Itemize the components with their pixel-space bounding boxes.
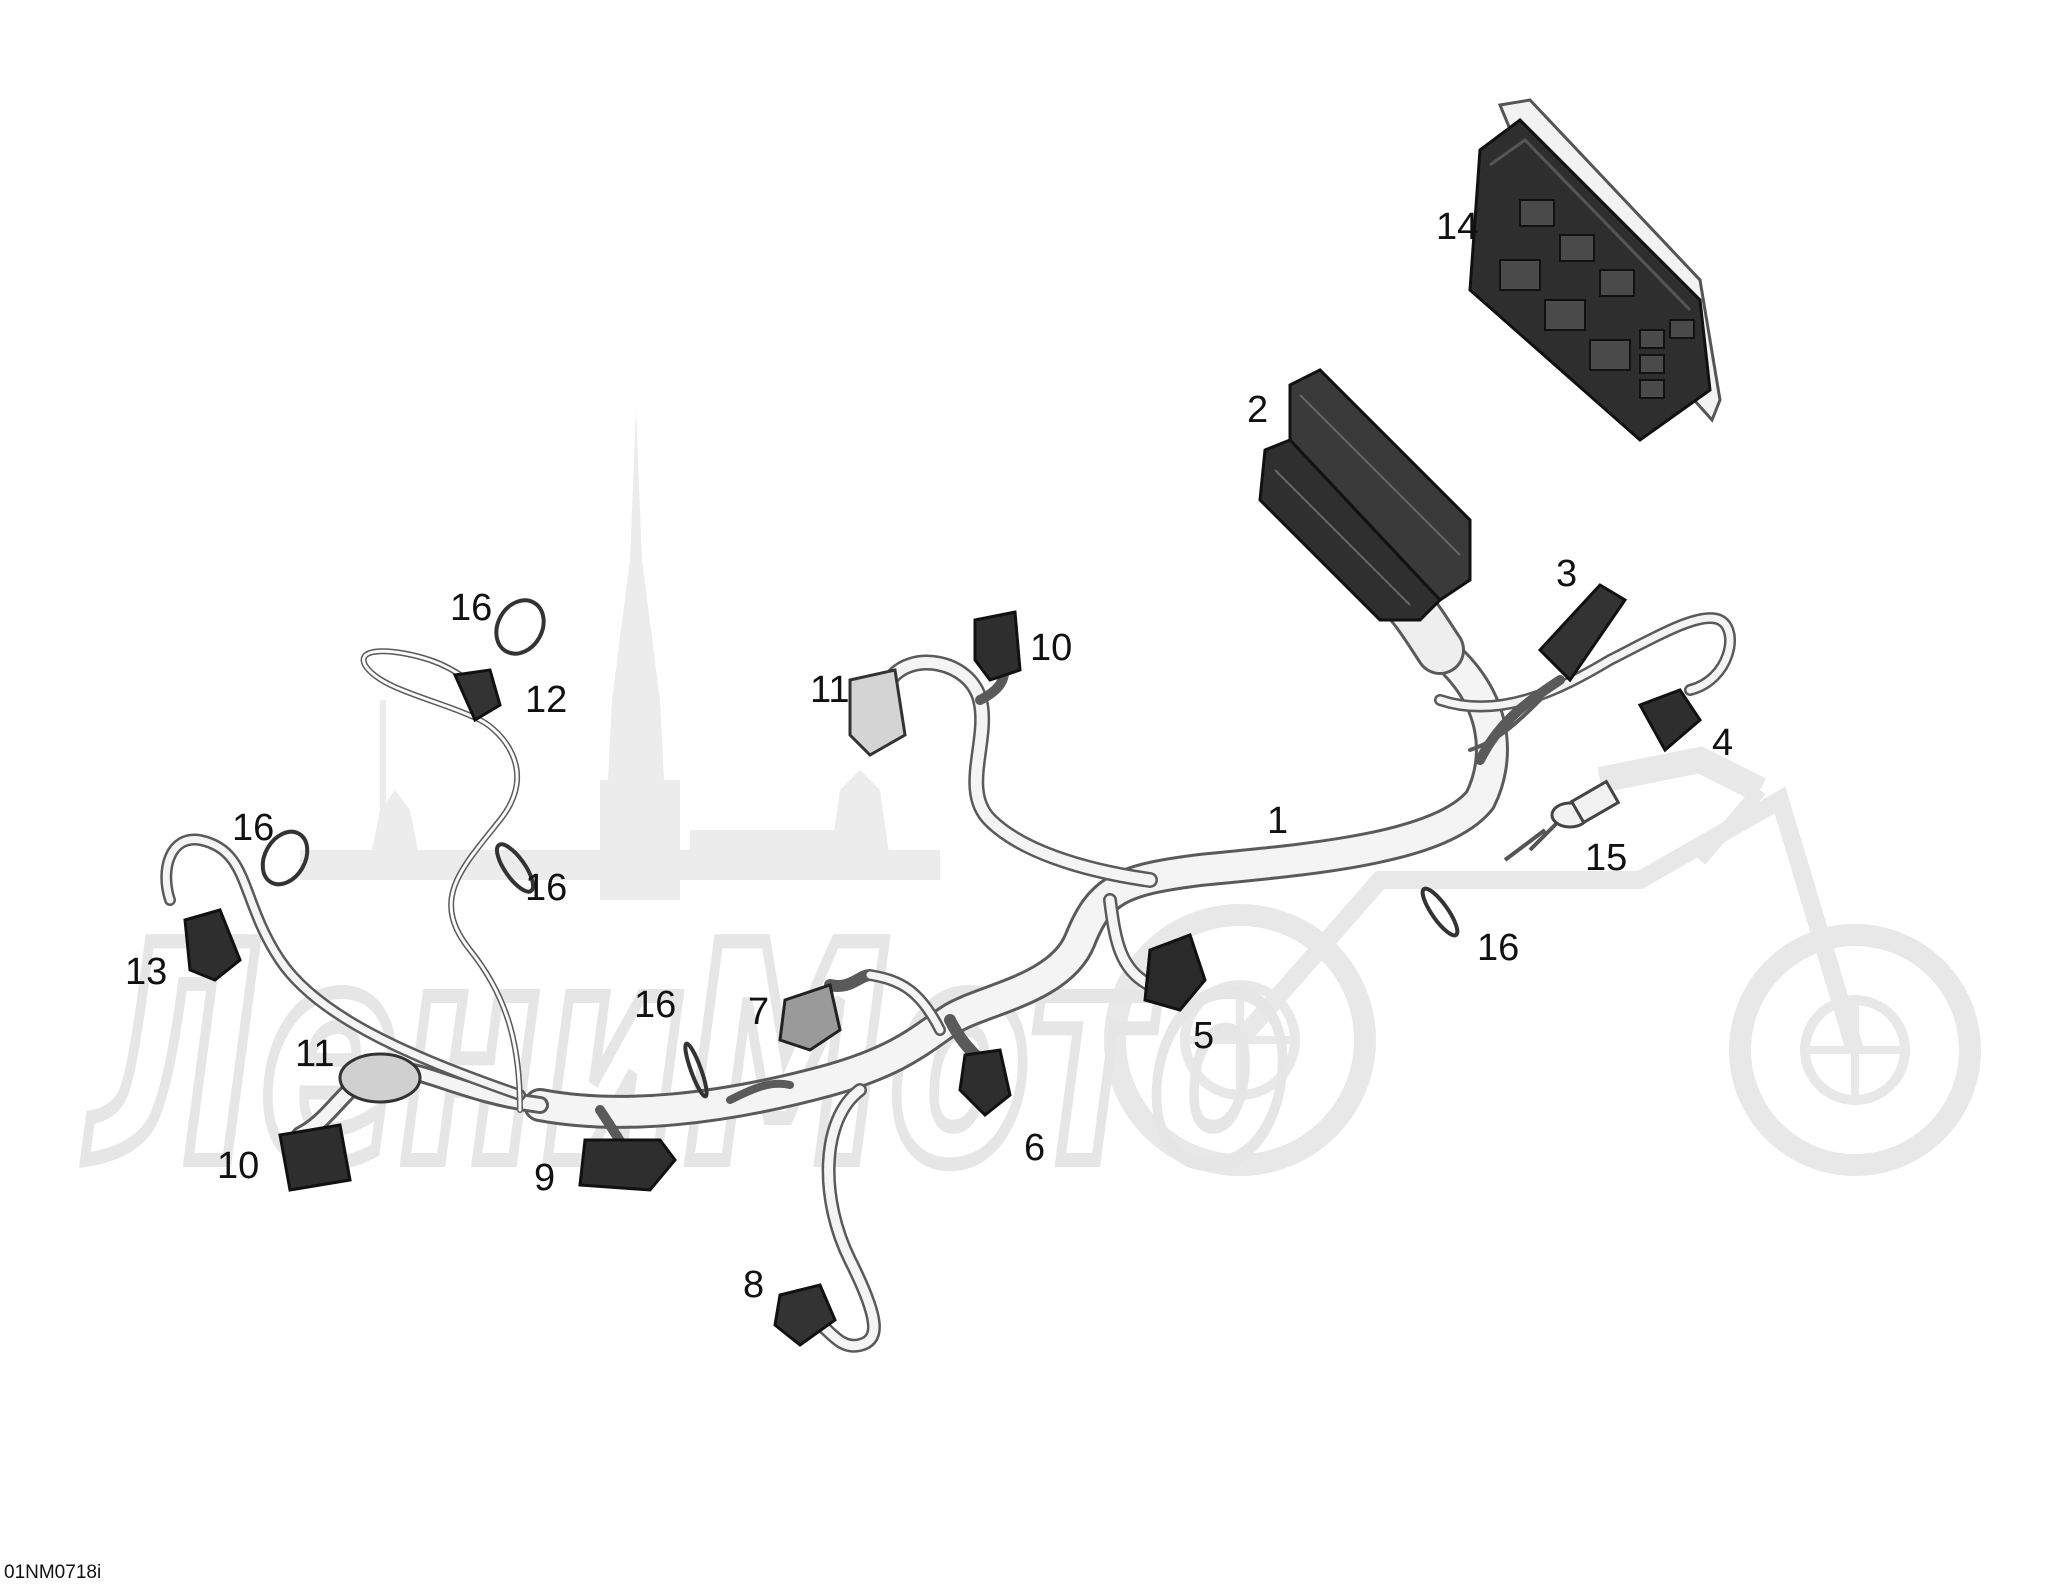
connector-6 [958, 1048, 1012, 1118]
callout-6: 6 [1024, 1127, 1045, 1169]
connector-11-top [848, 668, 907, 757]
sensor-15 [1503, 779, 1621, 862]
callout-16-b: 16 [232, 807, 274, 849]
callout-16-e: 16 [1477, 927, 1519, 969]
connector-8 [773, 1283, 837, 1347]
callout-9: 9 [534, 1157, 555, 1199]
callout-13: 13 [125, 951, 167, 993]
connector-5 [1143, 933, 1207, 1012]
callout-8: 8 [743, 1264, 764, 1306]
fuse-relay-box [1468, 98, 1722, 442]
callout-10-top: 10 [1030, 627, 1072, 669]
watermark: ЛениМото [77, 410, 1981, 1238]
callout-5: 5 [1193, 1015, 1214, 1057]
connector-4 [1637, 688, 1702, 753]
watermark-skyline [300, 410, 940, 900]
figure-code: 01NM0718i [4, 1562, 102, 1583]
callout-3: 3 [1556, 553, 1577, 595]
connector-12 [452, 668, 502, 723]
callout-11-top: 11 [810, 669, 849, 711]
connector-3 [1537, 583, 1628, 683]
callout-14: 14 [1436, 206, 1478, 248]
callout-11-bottom: 11 [295, 1033, 334, 1075]
connector-10-top [973, 610, 1022, 682]
callout-16-c: 16 [525, 867, 567, 909]
callout-15: 15 [1585, 837, 1627, 879]
connector-7 [778, 983, 842, 1052]
connector-9 [578, 1138, 677, 1192]
connector-10-bottom [278, 1123, 352, 1192]
connector-13 [183, 908, 242, 982]
callout-16-a: 16 [450, 587, 492, 629]
callout-7: 7 [748, 991, 769, 1033]
ecu-connector [1258, 368, 1472, 622]
callouts: 1 2 3 4 5 6 7 8 9 10 10 11 11 12 13 14 1… [125, 206, 1733, 1306]
callout-4: 4 [1712, 722, 1733, 764]
callout-12: 12 [525, 679, 567, 721]
callout-1: 1 [1267, 800, 1288, 842]
watermark-motorcycle [1104, 746, 1981, 1176]
callout-2: 2 [1247, 389, 1268, 431]
connector-11-bottom [338, 1052, 422, 1104]
callout-10-bottom: 10 [217, 1145, 259, 1187]
callout-16-d: 16 [634, 984, 676, 1026]
tie-rings [260, 598, 1460, 1099]
